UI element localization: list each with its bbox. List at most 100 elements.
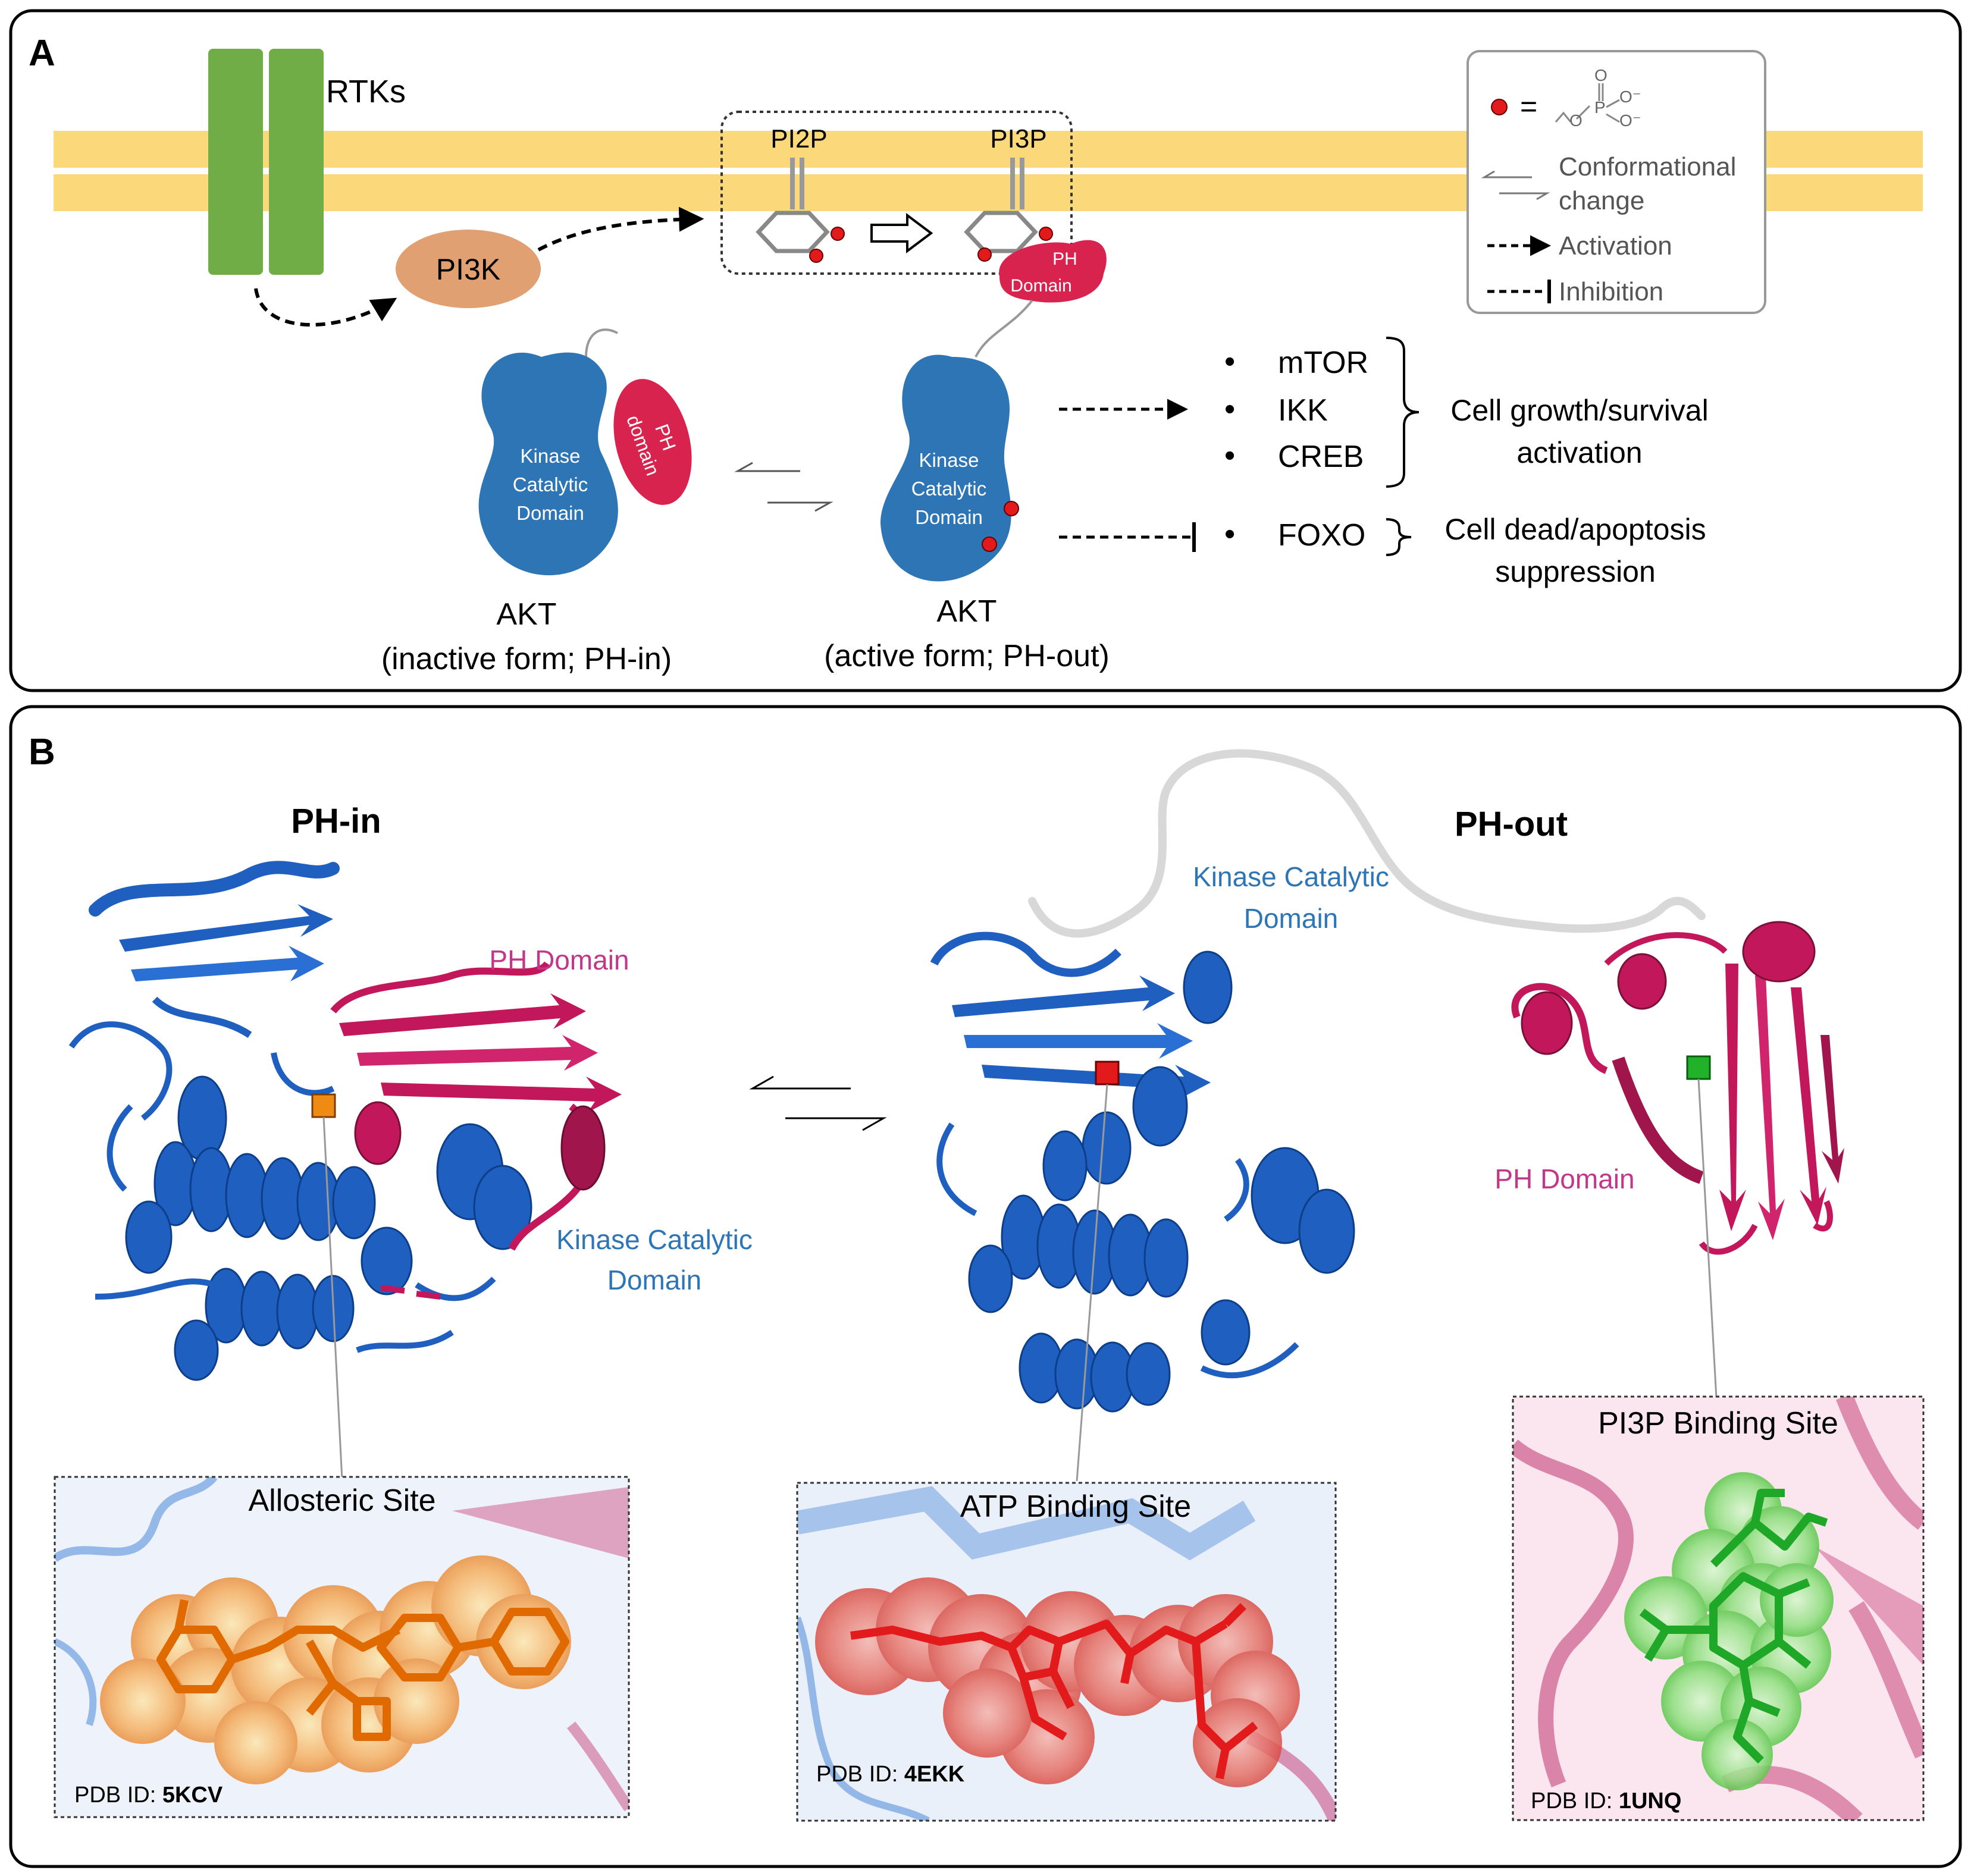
inset-allosteric: Allosteric Site PDB ID: 5KCV: [54, 1476, 630, 1818]
active-kinase-domain: [880, 355, 1011, 582]
target-foxo: FOXO: [1278, 518, 1365, 553]
legend-conformational-line2: change: [1559, 186, 1644, 215]
inactive-linker: [585, 328, 618, 357]
legend-activation-label: Activation: [1559, 231, 1672, 261]
ph-in-title: PH-in: [291, 802, 381, 840]
ph-out-kinase-structure: [930, 931, 1355, 1482]
bullet-mtor: •: [1224, 344, 1235, 379]
phosphate-structure: [1555, 83, 1620, 123]
equilibrium-arrow-back: [734, 462, 800, 472]
ph-domain-bubble: [999, 240, 1107, 303]
phospho-site-1: [1004, 501, 1019, 516]
inset-pi3p-pdb: PDB ID: 1UNQ: [1531, 1789, 1681, 1814]
pi3p-site-marker: [1686, 1055, 1711, 1080]
inset-allosteric-frame: [54, 1476, 630, 1818]
rtk-bar-left: [208, 49, 263, 275]
ph-out-title: PH-out: [1455, 805, 1568, 843]
pdb-id: 4EKK: [904, 1762, 965, 1787]
active-linker: [974, 299, 1033, 357]
legend-inhibition-label: Inhibition: [1559, 277, 1663, 306]
pi3k-label: PI3K: [436, 253, 500, 286]
panel-a-letter: A: [29, 33, 55, 74]
death-brace: [1386, 518, 1412, 556]
inset-atp: ATP Binding Site PDB ID: 4EKK: [796, 1482, 1337, 1822]
ph-out-linker: [1028, 749, 1706, 938]
akt-inactive-form: (inactive form; PH-in): [381, 642, 672, 676]
bullet-foxo: •: [1224, 517, 1235, 551]
inset-pi3p: PI3P Binding Site PDB ID: 1UNQ: [1512, 1395, 1925, 1821]
center-kinase-line2: Domain: [1244, 903, 1339, 934]
inactive-kinase-domain: [478, 352, 618, 576]
inset-atp-frame: [796, 1482, 1337, 1822]
legend: = O P O O⁻ O⁻ Conformational change Acti…: [1467, 50, 1766, 314]
phosphate-o-double: O: [1594, 66, 1607, 84]
legend-equals: =: [1520, 90, 1537, 123]
pip-conversion-box: [720, 111, 1073, 275]
death-effect-line2: suppression: [1495, 555, 1656, 588]
ph-bubble-line1: PH: [1052, 249, 1077, 269]
growth-effect-line1: Cell growth/survival: [1450, 394, 1708, 427]
pdb-id: 5KCV: [162, 1783, 223, 1808]
panel-a: A RTKs PI3K PI2P PI3P: [9, 9, 1962, 692]
active-kinase-line1: Kinase: [919, 449, 979, 471]
phosphate-o-ester: O: [1569, 111, 1583, 130]
phospho-site-2: [982, 537, 997, 552]
center-kinase-line1: Kinase Catalytic: [1193, 861, 1389, 892]
b-equilibrium-arrow-back: [749, 1075, 851, 1090]
ph-bubble-line2: Domain: [1010, 276, 1071, 296]
rtks-label: RTKs: [326, 74, 406, 109]
b-equilibrium-arrow-forward: [785, 1117, 887, 1131]
legend-conformational-arrow-forward: [1499, 192, 1550, 200]
ph-out-ph-structure: [1511, 921, 1844, 1398]
conversion-arrow: [870, 213, 933, 253]
pdb-prefix: PDB ID:: [74, 1783, 162, 1808]
left-kinase-line1: Kinase Catalytic: [556, 1224, 753, 1255]
inactive-kinase-line1: Kinase: [521, 445, 581, 467]
legend-frame: [1467, 50, 1766, 314]
target-ikk: IKK: [1278, 393, 1328, 428]
inset-pi3p-title: PI3P Binding Site: [1598, 1406, 1838, 1441]
pi3k-ellipse: [396, 230, 541, 308]
pdb-id: 1UNQ: [1619, 1789, 1682, 1814]
panel-b-letter: B: [29, 732, 55, 773]
bullet-creb: •: [1224, 438, 1235, 473]
inactive-kinase-line2: Catalytic: [513, 473, 588, 495]
akt-inactive-name: AKT: [496, 597, 556, 632]
rtk-bar-right: [269, 49, 324, 275]
pi3k-to-pi2p-arrow: [537, 206, 704, 252]
growth-brace: [1386, 337, 1420, 488]
akt-active-name: AKT: [936, 594, 997, 629]
target-creb: CREB: [1278, 440, 1364, 474]
phosphate-o-minus-2: O⁻: [1619, 111, 1641, 130]
right-ph-domain-label: PH Domain: [1494, 1163, 1634, 1194]
atp-site-marker: [1095, 1061, 1120, 1086]
growth-effect-line2: activation: [1516, 436, 1642, 469]
legend-conformational-arrow-back: [1481, 170, 1532, 178]
death-effect-line1: Cell dead/apoptosis: [1444, 513, 1706, 546]
target-mtor: mTOR: [1278, 346, 1368, 380]
allosteric-site-marker: [311, 1093, 336, 1118]
inset-allosteric-title: Allosteric Site: [249, 1483, 436, 1518]
inset-allosteric-pdb: PDB ID: 5KCV: [74, 1783, 223, 1808]
panel-b: B PH-in PH-out: [9, 705, 1962, 1868]
bullet-ikk: •: [1224, 392, 1235, 426]
pi3p-label: PI3P: [990, 124, 1046, 153]
atp-site-leader: [1076, 1084, 1108, 1482]
left-kinase-line2: Domain: [607, 1265, 702, 1295]
left-ph-domain-label: PH Domain: [489, 945, 629, 975]
equilibrium-arrow-forward: [767, 501, 833, 512]
phosphate-o-minus-1: O⁻: [1619, 87, 1641, 106]
ph-in-structure: [68, 861, 622, 1480]
phosphate-p: P: [1594, 98, 1606, 117]
rtk-to-pi3k-arrow: [254, 288, 397, 327]
legend-conformational-line1: Conformational: [1559, 152, 1736, 181]
inactive-ph-domain: [613, 379, 692, 505]
inset-atp-title: ATP Binding Site: [960, 1489, 1191, 1524]
inactive-kinase-line3: Domain: [516, 502, 584, 524]
inset-atp-pdb: PDB ID: 4EKK: [816, 1762, 965, 1787]
inset-pi3p-frame: [1512, 1395, 1925, 1821]
allosteric-site-leader: [322, 1116, 343, 1480]
akt-active-form: (active form; PH-out): [824, 639, 1110, 673]
pi2p-label: PI2P: [770, 124, 827, 153]
